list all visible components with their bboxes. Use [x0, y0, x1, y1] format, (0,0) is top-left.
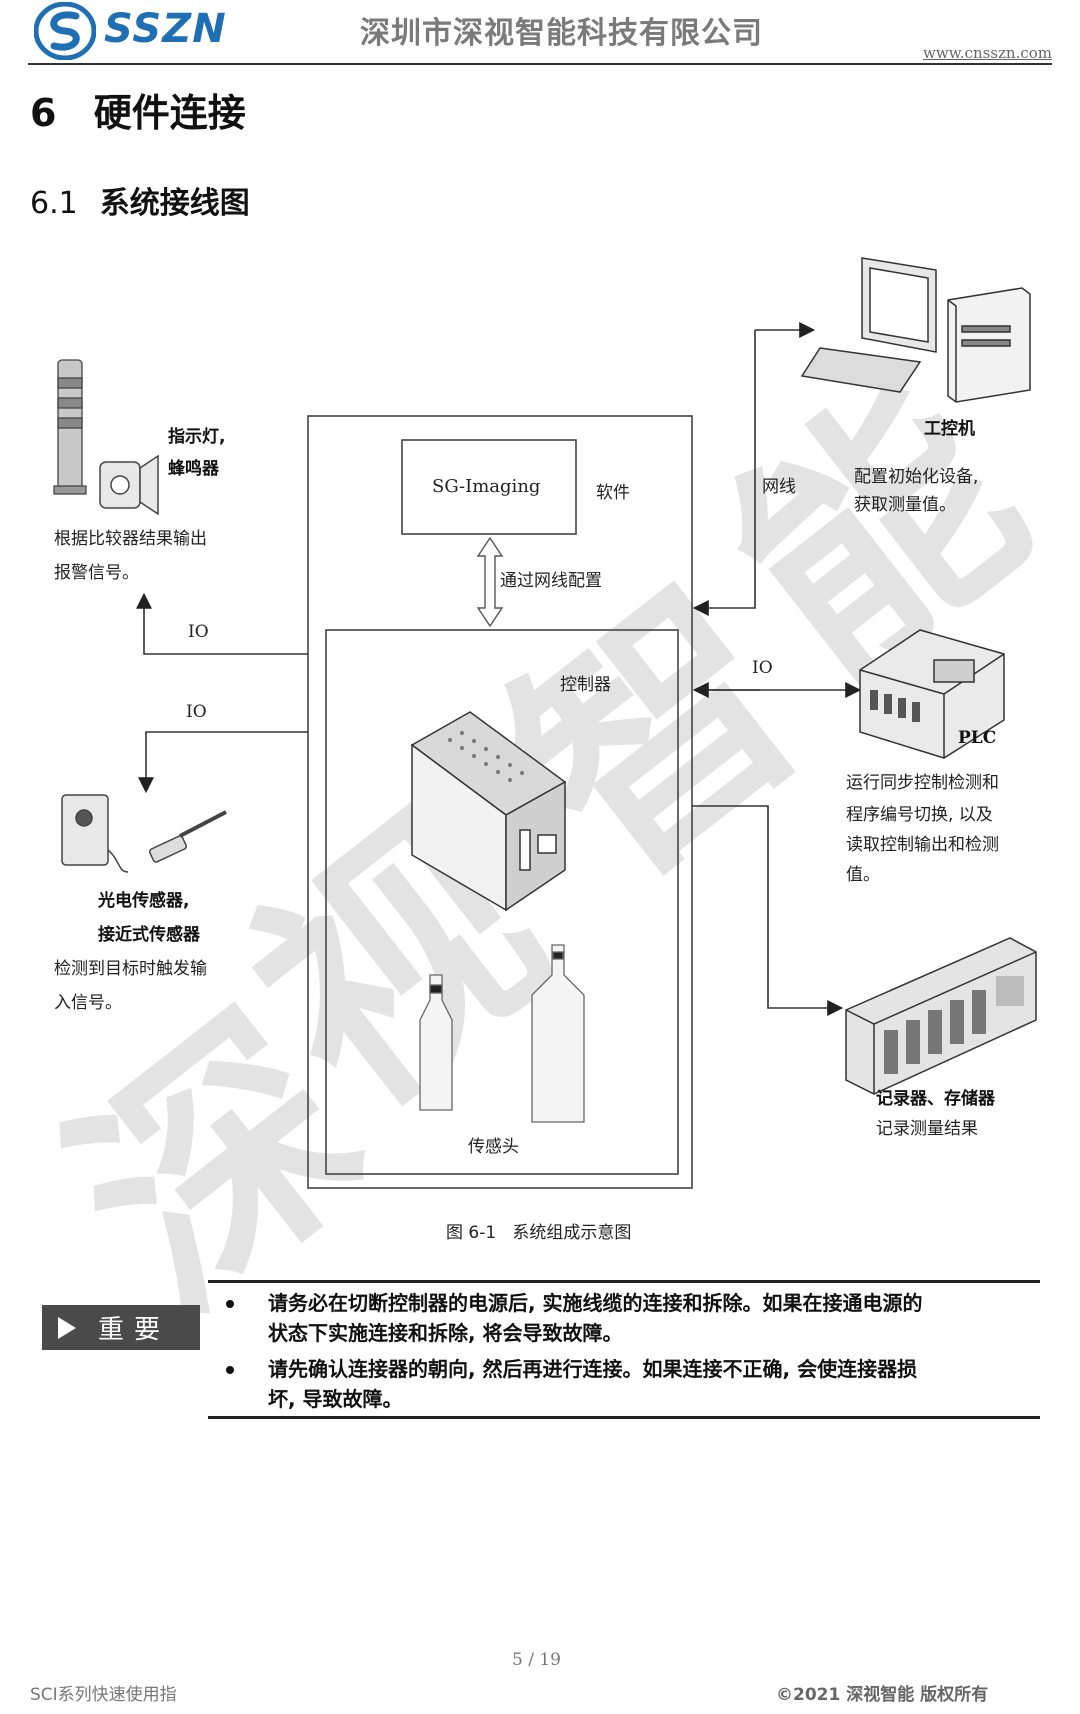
notice-2-line2: 坏, 导致故障。	[268, 1387, 403, 1411]
notice-top-rule	[208, 1280, 1040, 1283]
company-name: 深圳市深视智能科技有限公司	[360, 16, 763, 51]
notice-bottom-rule	[208, 1416, 1040, 1419]
figure-caption: 图 6-1 系统组成示意图	[446, 1223, 632, 1243]
footer-left-text: SCI系列快速使用指	[30, 1685, 177, 1705]
play-triangle-icon	[58, 1316, 76, 1339]
double-arrow	[476, 536, 504, 628]
plc-desc-line1: 运行同步控制检测和	[846, 773, 999, 793]
io-label-sensor: IO	[186, 702, 207, 722]
website-link[interactable]: www.cnsszn.com	[923, 44, 1052, 62]
section-title: 硬件连接	[93, 91, 246, 135]
logo-mark-icon	[34, 2, 96, 60]
photo-sensor-icon	[61, 794, 129, 873]
sensor-desc-line2: 入信号。	[54, 993, 122, 1013]
recorder-device-icon	[845, 937, 1037, 1095]
pc-title: 工控机	[924, 419, 975, 439]
io-label-indicator: IO	[188, 622, 209, 642]
plc-desc-line4: 值。	[846, 865, 880, 885]
section-number: 6	[30, 91, 57, 135]
sensor-title-line2: 接近式传感器	[98, 925, 200, 945]
indicator-title-line2: 蜂鸣器	[168, 459, 219, 479]
section-heading: 6 硬件连接	[30, 82, 246, 137]
subsection-number: 6.1	[30, 186, 78, 221]
indicator-desc-line2: 报警信号。	[54, 563, 139, 583]
signal-tower-icon	[53, 359, 87, 495]
indicator-title-line1: 指示灯,	[168, 427, 226, 447]
important-badge: 重要	[42, 1305, 200, 1350]
network-config-label: 通过网线配置	[500, 571, 602, 591]
notice-1-line1: 请务必在切断控制器的电源后, 实施线缆的连接和拆除。如果在接通电源的	[268, 1291, 923, 1315]
buzzer-icon	[99, 454, 159, 516]
recorder-title: 记录器、存储器	[876, 1089, 995, 1109]
plc-title: PLC	[958, 728, 997, 748]
notice-1-line2: 状态下实施连接和拆除, 将会导致故障。	[268, 1321, 623, 1345]
bullet-icon	[226, 1300, 234, 1308]
controller-frame	[325, 629, 679, 1175]
notice-item-2: 请先确认连接器的朝向, 然后再进行连接。如果连接不正确, 会使连接器损 坏, 导…	[220, 1354, 1020, 1414]
controller-device-icon	[410, 711, 567, 912]
software-box	[401, 439, 577, 535]
notice-2-line1: 请先确认连接器的朝向, 然后再进行连接。如果连接不正确, 会使连接器损	[268, 1357, 918, 1381]
system-frame	[307, 415, 693, 1189]
io-line-sensor	[138, 731, 308, 794]
industrial-pc-icon	[800, 257, 1031, 403]
plc-device-icon	[859, 629, 1005, 759]
page-number: 5 / 19	[512, 1650, 561, 1670]
pc-desc-line2: 获取测量值。	[854, 495, 956, 515]
bullet-icon	[226, 1366, 234, 1374]
logo-text: SSZN	[104, 6, 227, 52]
software-box-label: SG-Imaging	[432, 476, 541, 497]
network-line	[692, 330, 756, 616]
indicator-desc-line1: 根据比较器结果输出	[54, 529, 207, 549]
sensor-desc-line1: 检测到目标时触发输	[54, 959, 207, 979]
plc-desc-line2: 程序编号切换, 以及	[846, 805, 993, 825]
sensor-head-label: 传感头	[468, 1137, 519, 1157]
sensor-title-line1: 光电传感器,	[98, 891, 190, 911]
recorder-desc: 记录测量结果	[876, 1119, 978, 1139]
recorder-line	[692, 805, 844, 1016]
network-cable-label: 网线	[762, 477, 796, 497]
sensor-head-icon	[419, 944, 585, 1123]
notice-item-1: 请务必在切断控制器的电源后, 实施线缆的连接和拆除。如果在接通电源的 状态下实施…	[220, 1288, 1020, 1348]
pc-desc-line1: 配置初始化设备,	[854, 467, 979, 487]
plc-desc-line3: 读取控制输出和检测	[846, 835, 999, 855]
io-label-plc: IO	[752, 658, 773, 678]
controller-label: 控制器	[560, 675, 611, 695]
header-rule	[28, 63, 1052, 65]
software-label: 软件	[596, 483, 630, 503]
important-badge-label: 重要	[98, 1315, 171, 1345]
subsection-title: 系统接线图	[99, 186, 250, 221]
copyright: ©2021 深视智能 版权所有	[776, 1685, 989, 1705]
subsection-heading: 6.1 系统接线图	[30, 178, 250, 222]
io-line-indicator	[136, 592, 308, 655]
proximity-sensor-icon	[148, 810, 227, 863]
